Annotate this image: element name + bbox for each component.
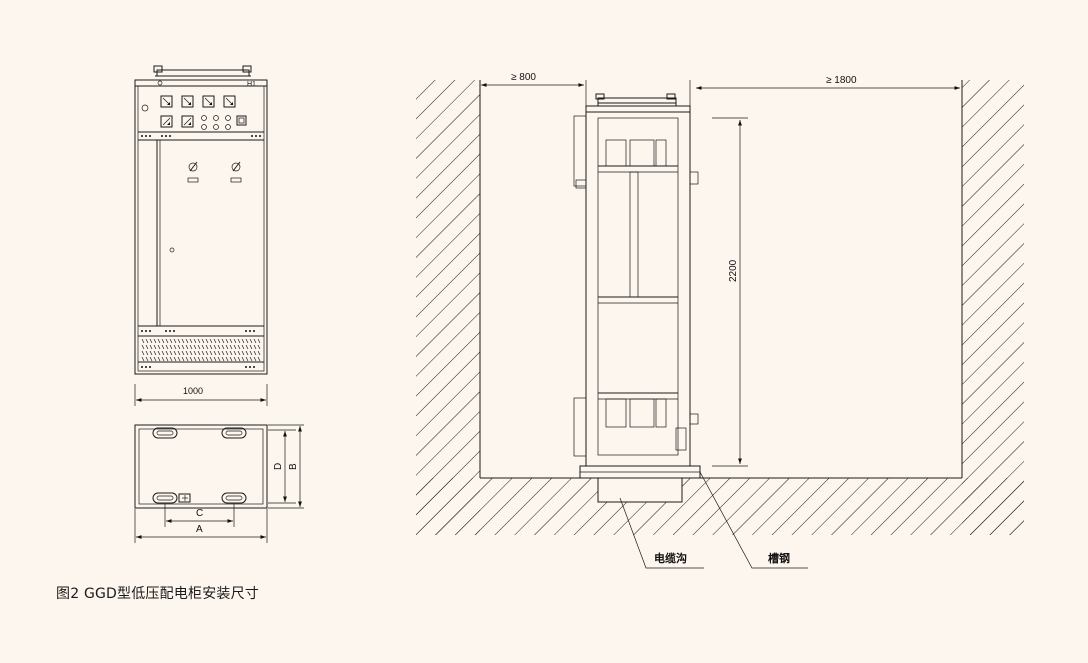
channel-steel-leader — [699, 471, 808, 569]
base-view: D B C A — [134, 424, 304, 543]
meters — [160, 95, 236, 128]
dimension-b-label: B — [288, 463, 299, 470]
height-dimension-label: 2200 — [728, 259, 739, 282]
channel-steel-label: 槽钢 — [768, 551, 790, 565]
dimension-a-label: A — [196, 524, 203, 535]
front-wall — [962, 80, 1024, 535]
door-handles — [169, 161, 242, 253]
lifting-bar — [156, 69, 250, 77]
width-dimension-label: 1000 — [183, 386, 203, 396]
base-frame — [134, 424, 268, 509]
rear-clearance-label: ≥ 800 — [511, 72, 536, 83]
cabinet-side — [573, 93, 699, 467]
figure-caption: 图2 GGD型低压配电柜安装尺寸 — [56, 586, 260, 602]
indicator-lamps — [201, 115, 247, 130]
front-clearance-label: ≥ 1800 — [826, 75, 857, 86]
front-view: H1 — [134, 65, 268, 406]
floor — [416, 478, 1024, 535]
ventilation-grille — [141, 338, 261, 362]
ground-terminal — [178, 493, 191, 503]
cable-trench-leader — [619, 497, 704, 569]
side-view: ≥ 800 ≥ 1800 2200 电缆沟 槽钢 — [416, 72, 1024, 569]
cable-trench-label: 电缆沟 — [654, 551, 687, 565]
cabinet-outline — [134, 79, 268, 375]
dimension-d-label: D — [273, 463, 284, 470]
dimension-c-label: C — [196, 508, 203, 519]
top-label: H1 — [247, 81, 256, 88]
rear-wall — [416, 80, 480, 535]
